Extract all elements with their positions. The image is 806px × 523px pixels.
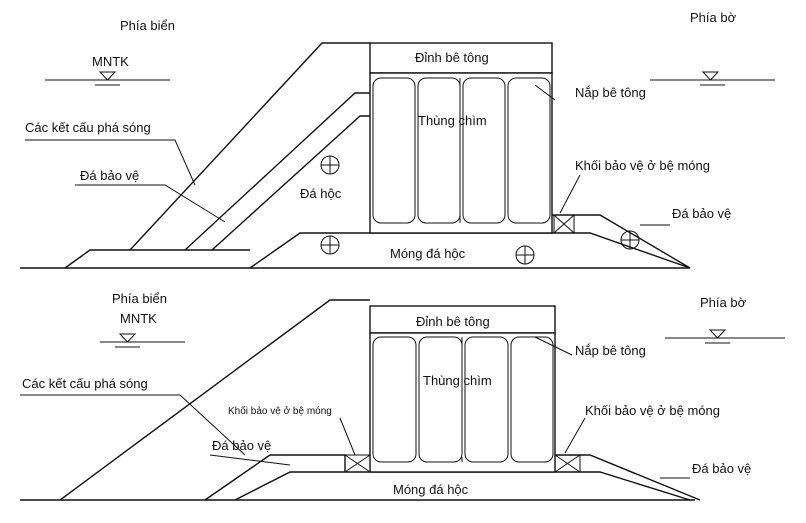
water-level-sea xyxy=(45,71,170,86)
concrete-crest-label: Đỉnh bê tông xyxy=(415,50,489,65)
leader-protection-left xyxy=(75,184,226,223)
rubble-foundation-label: Móng đá hộc xyxy=(390,246,466,261)
sea-side-label: Phía biển xyxy=(120,18,175,33)
protection-stone-left-label: Đá bảo vệ xyxy=(80,168,139,183)
toe-protection-block-left-label: Khối bảo vệ ở bệ móng xyxy=(228,405,332,417)
toe-protection-block-right-label: Khối bảo vệ ở bệ móng xyxy=(585,403,720,418)
toe-protection-block-icon xyxy=(553,214,575,234)
breakwater-slope xyxy=(59,299,370,501)
toe-protection-block-label: Khối bảo vệ ở bệ móng xyxy=(575,158,710,173)
leader-cap xyxy=(534,84,556,101)
caisson-label: Thùng chìm xyxy=(423,373,492,388)
leader-toe-block xyxy=(559,174,581,214)
caisson-label: Thùng chìm xyxy=(418,113,487,128)
water-level-label: MNTK xyxy=(120,311,157,326)
protection-stone-right-label: Đá bảo vệ xyxy=(692,461,751,476)
water-level-label: MNTK xyxy=(92,54,129,69)
protection-stone-base xyxy=(64,249,250,269)
rubble-foundation-label: Móng đá hộc xyxy=(393,482,469,497)
caisson-cells xyxy=(372,77,551,224)
protection-stone-left-label: Đá bảo vệ xyxy=(212,438,271,453)
shore-side-label: Phía bờ xyxy=(700,295,747,310)
breakwater-structures-label: Các kết cấu phá sóng xyxy=(22,376,148,391)
toe-protection-block-right-icon xyxy=(554,454,581,473)
armor-layer-outer xyxy=(129,42,370,251)
shore-side-label: Phía bờ xyxy=(690,10,737,25)
water-level-sea xyxy=(100,333,185,348)
leader-toe-block-left xyxy=(339,417,356,456)
caisson-body xyxy=(369,72,553,234)
armor-layer-inner xyxy=(211,115,370,251)
leader-cap xyxy=(534,336,573,356)
protection-stone-left xyxy=(204,454,346,501)
sea-side-label: Phía biển xyxy=(112,291,167,306)
leader-structures xyxy=(20,394,246,456)
rubble-foundation-mound xyxy=(249,232,691,269)
leader-structures xyxy=(25,139,196,186)
concrete-cap-label: Nắp bê tông xyxy=(575,85,646,100)
water-level-shore xyxy=(650,71,775,86)
bottom-section: Phía biển MNTK Phía bờ Đỉnh bê tông Nắp … xyxy=(20,291,785,501)
concrete-cap-label: Nắp bê tông xyxy=(575,343,646,358)
protection-stone-right-label: Đá bảo vệ xyxy=(672,206,731,221)
breakwater-structures-label: Các kết cấu phá sóng xyxy=(25,120,151,135)
rubble-stone-icons xyxy=(320,155,640,265)
leader-protection-left xyxy=(209,454,291,466)
top-section: Phía biển Phía bờ MNTK Đỉnh bê tông Nắp … xyxy=(20,10,775,269)
armor-layer-middle xyxy=(184,92,370,251)
rubble-stone-label: Đá hộc xyxy=(300,186,342,201)
concrete-crest-label: Đỉnh bê tông xyxy=(416,314,490,329)
caisson-cells xyxy=(372,336,554,463)
leader-toe-block-right xyxy=(564,417,586,454)
water-level-shore xyxy=(665,329,785,344)
toe-protection-block-left-icon xyxy=(344,454,371,473)
